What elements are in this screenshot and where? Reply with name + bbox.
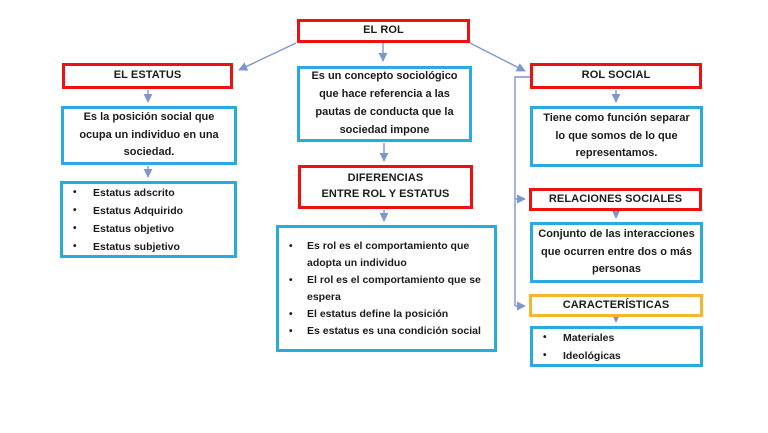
caracteristicas-list: MaterialesIdeológicas bbox=[533, 329, 700, 365]
list-item: Estatus Adquirido bbox=[63, 202, 234, 220]
node-caracteristicas-items: MaterialesIdeológicas bbox=[530, 326, 703, 367]
node-rol-social: ROL SOCIAL bbox=[530, 63, 702, 89]
list-item: Es estatus es una condición social bbox=[279, 323, 494, 340]
connector-elrol-to-elestatus bbox=[238, 42, 297, 71]
node-rol-social-description: Tiene como función separar lo que somos … bbox=[530, 106, 703, 167]
node-estatus-description: Es la posición social que ocupa un indiv… bbox=[61, 106, 237, 165]
estatus-types-list: Estatus adscritoEstatus AdquiridoEstatus… bbox=[63, 184, 234, 256]
node-caracteristicas: CARACTERÍSTICAS bbox=[529, 294, 703, 317]
list-item: Ideológicas bbox=[533, 347, 700, 365]
list-item: Es rol es el comportamiento que adopta u… bbox=[279, 238, 494, 272]
node-diferencias-heading: DIFERENCIAS ENTRE ROL Y ESTATUS bbox=[298, 165, 473, 209]
node-relaciones-sociales: RELACIONES SOCIALES bbox=[529, 188, 702, 211]
list-item: El estatus define la posición bbox=[279, 306, 494, 323]
diferencias-line1: DIFERENCIAS bbox=[347, 172, 424, 185]
node-diferencias-items: Es rol es el comportamiento que adopta u… bbox=[276, 225, 497, 352]
diferencias-line2: ENTRE ROL Y ESTATUS bbox=[321, 188, 450, 200]
list-item: Estatus objetivo bbox=[63, 220, 234, 238]
node-rol-description: Es un concepto sociológico que hace refe… bbox=[297, 66, 472, 142]
node-el-estatus: EL ESTATUS bbox=[62, 63, 233, 89]
node-el-rol: EL ROL bbox=[297, 19, 470, 43]
list-item: Estatus subjetivo bbox=[63, 238, 234, 256]
node-estatus-types: Estatus adscritoEstatus AdquiridoEstatus… bbox=[60, 181, 237, 258]
connector-elrol-to-rolsocial bbox=[469, 42, 526, 72]
node-relaciones-description: Conjunto de las interacciones que ocurre… bbox=[530, 222, 703, 283]
list-item: El rol es el comportamiento que se esper… bbox=[279, 272, 494, 306]
diferencias-list: Es rol es el comportamiento que adopta u… bbox=[279, 228, 494, 349]
connector-rolsocial-branch-trunk bbox=[514, 76, 530, 306]
list-item: Materiales bbox=[533, 329, 700, 347]
list-item: Estatus adscrito bbox=[63, 184, 234, 202]
